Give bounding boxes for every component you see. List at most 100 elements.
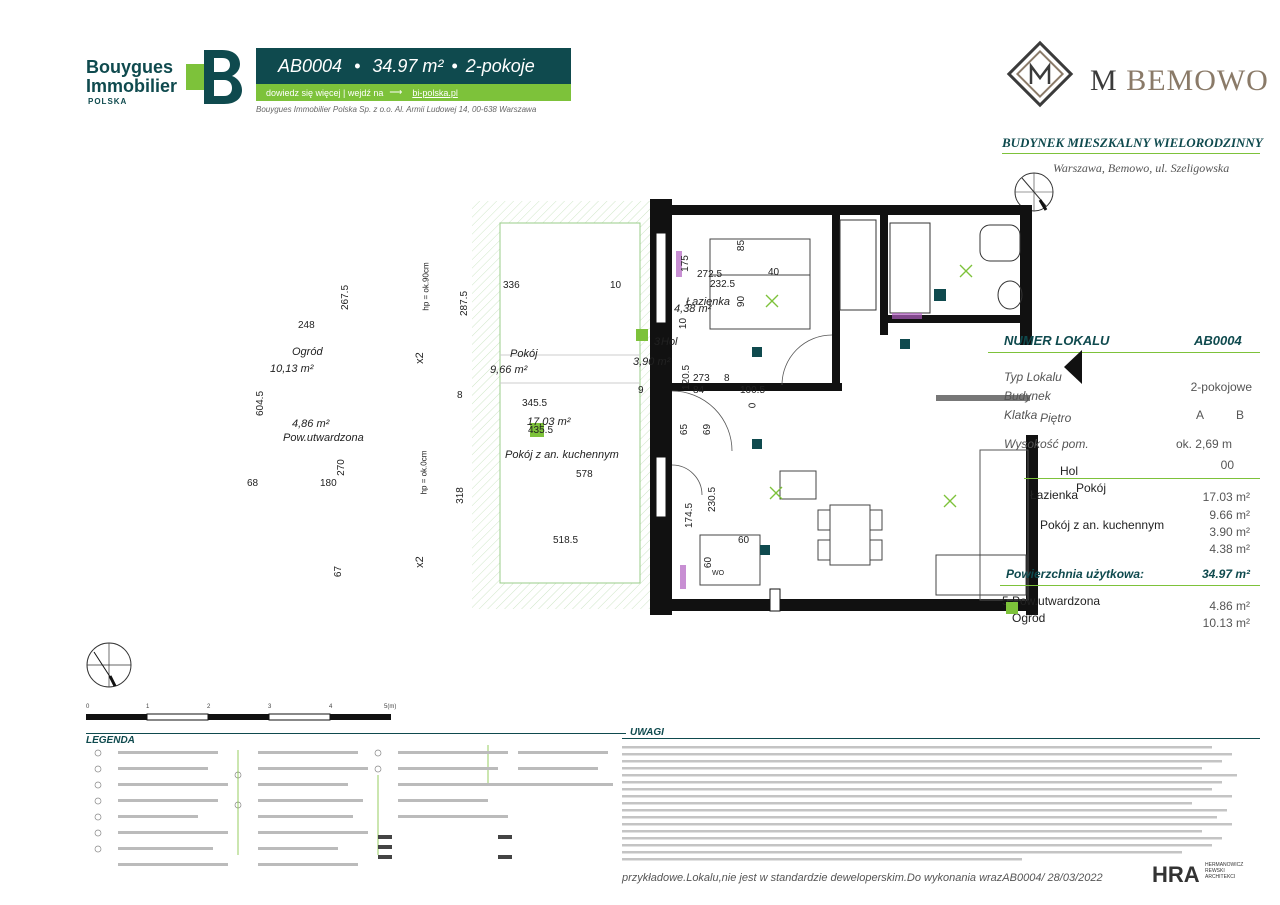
compass-bottom-icon — [86, 642, 132, 688]
hra-sub: HERMANOWICZ REWSKI ARCHITEKCI — [1205, 862, 1243, 880]
bullet-1: • — [354, 55, 361, 76]
scale-tick-5: 5(m) — [384, 704, 397, 710]
typ-label: Typ Lokalu — [1004, 370, 1062, 384]
unit-area: 34.97 m² — [372, 55, 444, 76]
room-kitchen-label: Pokój z an. kuchennym — [505, 449, 619, 461]
dim-248: 248 — [298, 320, 315, 331]
dim-175: 175 — [679, 255, 691, 272]
more-info-text: dowiedz się więcej | wejdź na — [266, 87, 384, 98]
dim-90: 90 — [736, 295, 748, 308]
room-hol-label: Hol — [661, 336, 678, 348]
dim-604-5: 604.5 — [255, 390, 267, 417]
unit-code: AB0004 — [278, 55, 343, 76]
room-row-name-2: Pokój — [1076, 481, 1107, 495]
dim-287-5: 287.5 — [459, 290, 471, 317]
dim-120-5: 120.5 — [681, 364, 693, 391]
dim-435-5: 435.5 — [528, 425, 554, 436]
panel-divider-top — [988, 352, 1260, 353]
bed — [709, 238, 811, 330]
pointer-icon — [1064, 350, 1082, 384]
room-pokoj-area: 9,66 m² — [490, 364, 528, 376]
hp-0: hp = ok.0cm — [419, 450, 429, 495]
room-hol-area: 3,90 m² — [633, 356, 671, 368]
compass-icon — [1014, 172, 1054, 212]
project-name-text: BEMOWO — [1126, 64, 1269, 97]
toilet — [997, 280, 1023, 310]
dining-table — [829, 504, 871, 566]
north-wall — [672, 205, 1032, 215]
klatka-label: Klatka — [1004, 408, 1038, 422]
kitchen-counter — [935, 554, 1027, 596]
hardened-area: 4,86 m² — [292, 418, 330, 430]
budynek-label: Budynek — [1004, 389, 1051, 403]
panel-divider-mid — [1024, 478, 1260, 479]
bathtub — [889, 222, 931, 314]
unit-number-label: NUMER LOKALU — [1004, 333, 1110, 348]
hra-sub-1: HERMANOWICZ — [1205, 862, 1244, 868]
scale-tick-2: 2 — [207, 704, 211, 710]
scale-tick-1: 1 — [146, 704, 150, 710]
room-pokoj-label: Pokój — [510, 348, 538, 360]
wysokosc-label: Wysokość pom. — [1004, 437, 1089, 451]
usable-area-label: Powierzchnia użytkowa: — [1006, 567, 1145, 581]
more-info-bar: dowiedz się więcej | wejdź na ⟶ bi-polsk… — [256, 84, 571, 101]
floor-plan — [472, 199, 1038, 615]
scale-tick-4: 4 — [329, 704, 333, 710]
room-kitchen-area: 17,03 m² — [527, 416, 571, 428]
room-row-value-4: 4.38 m² — [1209, 542, 1250, 556]
dim-8: 8 — [457, 390, 463, 401]
wardrobe — [839, 219, 877, 311]
klatka-value: A — [1196, 408, 1205, 422]
room-row-value-3: 3.90 m² — [1209, 525, 1250, 539]
legend-title: LEGENDA — [86, 735, 135, 746]
bouygues-logo-icon — [186, 50, 242, 104]
garden-area: 10,13 m² — [270, 363, 314, 375]
project-letter: M — [1090, 64, 1118, 97]
dim-336: 336 — [503, 280, 520, 291]
dim-345-5: 345.5 — [522, 398, 548, 409]
dim-272-5: 272.5 — [697, 269, 723, 280]
dim-67: 67 — [333, 565, 345, 578]
dim-273: 273 — [693, 373, 710, 384]
dim-60a: 60 — [738, 535, 750, 546]
footer-note: przykładowe.Lokalu,nie jest w standardzi… — [622, 872, 1103, 884]
room-row-value-2: 9.66 m² — [1209, 508, 1250, 522]
extra-value-1: 10.13 m² — [1202, 616, 1250, 630]
dim-69: 69 — [702, 423, 714, 436]
scale-tick-0: 0 — [86, 704, 90, 710]
notes-text-block — [622, 746, 1237, 861]
dim-10b: 10 — [678, 317, 690, 330]
extra-num: 5 — [1002, 594, 1009, 608]
hra-sub-2: REWSKI — [1205, 868, 1225, 874]
bi-polska-link[interactable]: bi-polska.pl — [412, 87, 458, 98]
x2-bottom: x2 — [413, 556, 426, 568]
dim-180: 180 — [320, 478, 337, 489]
dim-65: 65 — [679, 423, 691, 436]
brand-sub: POLSKA — [88, 97, 128, 106]
legend-line — [86, 733, 626, 734]
south-wall — [672, 599, 1038, 611]
typ-value: 2-pokojowe — [1190, 380, 1252, 394]
scale-tick-3: 3 — [268, 704, 272, 710]
dim-232-5: 232.5 — [710, 279, 736, 290]
uwagi-title: UWAGI — [630, 727, 664, 738]
dim-267-5: 267.5 — [340, 284, 352, 311]
arrow-right-icon: ⟶ — [389, 87, 403, 97]
unit-header-box: AB0004 • 34.97 m² • 2-pokoje — [256, 48, 571, 84]
label-wo: WO — [712, 570, 725, 577]
sink — [979, 224, 1021, 262]
legend-symbols — [94, 745, 613, 866]
dim-3: 3 — [654, 336, 661, 348]
brand-line-1: Bouygues — [86, 57, 174, 77]
divider — [1002, 153, 1260, 154]
dim-518-5: 518.5 — [553, 535, 579, 546]
building-title: BUDYNEK MIESZKALNY WIELORODZINNY — [1002, 135, 1263, 150]
garden-label: Ogród — [292, 346, 323, 358]
budynek-value: B — [1236, 408, 1245, 422]
room-row-value-1: 17.03 m² — [1202, 490, 1250, 504]
dim-84: 84 — [693, 385, 705, 396]
extra-name-1: Ogród — [1012, 611, 1046, 625]
dim-270: 270 — [335, 459, 347, 476]
panel-divider-bottom — [1000, 585, 1260, 586]
green-marker — [1006, 602, 1018, 614]
